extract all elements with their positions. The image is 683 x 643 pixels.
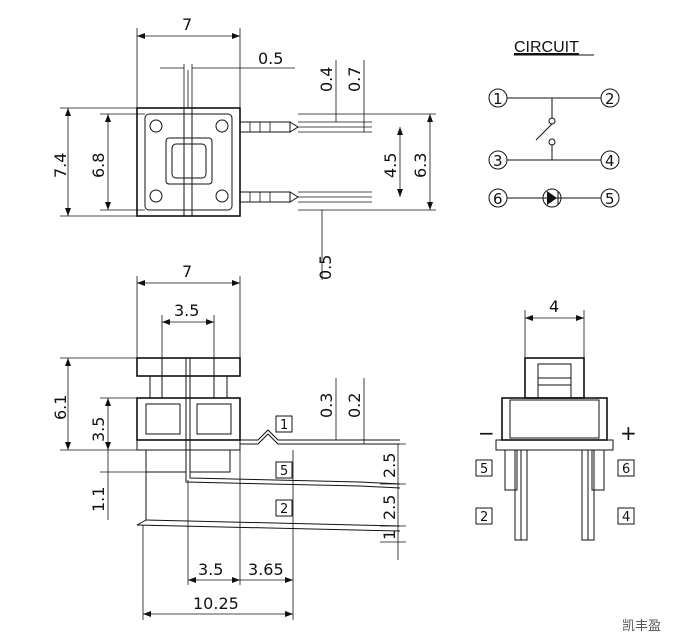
svg-text:6: 6 — [493, 190, 503, 208]
svg-text:6: 6 — [622, 462, 630, 477]
circuit-title: CIRCUIT — [514, 39, 579, 56]
dim-front-standoff: 1.1 — [89, 487, 108, 512]
svg-text:2: 2 — [280, 502, 288, 517]
dim-top-lead-width: 0.5 — [316, 255, 335, 280]
dim-top-width: 7 — [182, 15, 192, 34]
svg-text:2: 2 — [605, 90, 615, 108]
dim-top-pin-gap: 0.5 — [258, 49, 283, 68]
dim-top-height-inner: 6.8 — [89, 153, 108, 178]
svg-text:5: 5 — [280, 464, 288, 479]
side-plus-sign: + — [620, 421, 637, 445]
svg-text:4: 4 — [622, 510, 630, 525]
svg-text:2: 2 — [480, 510, 488, 525]
dim-front-lead-thk-a: 0.3 — [317, 393, 336, 418]
svg-text:3: 3 — [493, 152, 503, 170]
dim-front-pitch-c: 1 — [380, 530, 399, 540]
svg-text:5: 5 — [605, 190, 615, 208]
side-pin-label-box-5 — [475, 459, 493, 477]
svg-text:5: 5 — [480, 462, 488, 477]
front-pin-label-box-2 — [275, 499, 293, 517]
dim-front-lead-offset-b: 3.65 — [248, 560, 284, 579]
side-pin-label-box-2 — [475, 507, 493, 525]
dim-front-actuator: 3.5 — [174, 301, 199, 320]
dim-top-lead-span: 6.3 — [411, 153, 430, 178]
dim-side-width: 4 — [549, 297, 559, 316]
side-minus-sign: − — [478, 421, 495, 445]
dim-front-height-body: 3.5 — [89, 417, 108, 442]
circuit-diagram: CIRCUIT 1 2 3 4 6 5 — [488, 39, 620, 208]
svg-text:4: 4 — [605, 152, 615, 170]
dim-front-lead-thk-b: 0.2 — [345, 393, 364, 418]
svg-text:1: 1 — [493, 90, 503, 108]
dim-front-total-length: 10.25 — [193, 594, 239, 613]
dim-front-width: 7 — [182, 262, 192, 281]
dim-top-pin-width: 0.4 — [317, 67, 336, 92]
dim-front-pitch-b: 2.5 — [380, 495, 399, 520]
dim-front-height-total: 6.1 — [51, 395, 70, 420]
front-pin-label-box-1 — [275, 415, 293, 433]
dim-top-pin-span: 4.5 — [381, 153, 400, 178]
front-view: 7 3.5 1 5 2 — [51, 262, 406, 620]
top-view: 7 0.5 7.4 6.8 — [51, 15, 436, 280]
svg-text:1: 1 — [280, 418, 288, 433]
dim-front-lead-offset: 3.5 — [198, 560, 223, 579]
dim-front-pitch-a: 2.5 — [380, 453, 399, 478]
front-pin-label-box-5 — [275, 461, 293, 479]
watermark: 凯丰盈 — [622, 619, 661, 634]
side-pin-label-box-6 — [617, 459, 635, 477]
dim-top-pin-pitch: 0.7 — [345, 67, 364, 92]
side-pin-label-box-4 — [617, 507, 635, 525]
side-view: 4 − + 5 6 2 4 — [475, 297, 637, 541]
dim-top-height-outer: 7.4 — [51, 153, 70, 178]
